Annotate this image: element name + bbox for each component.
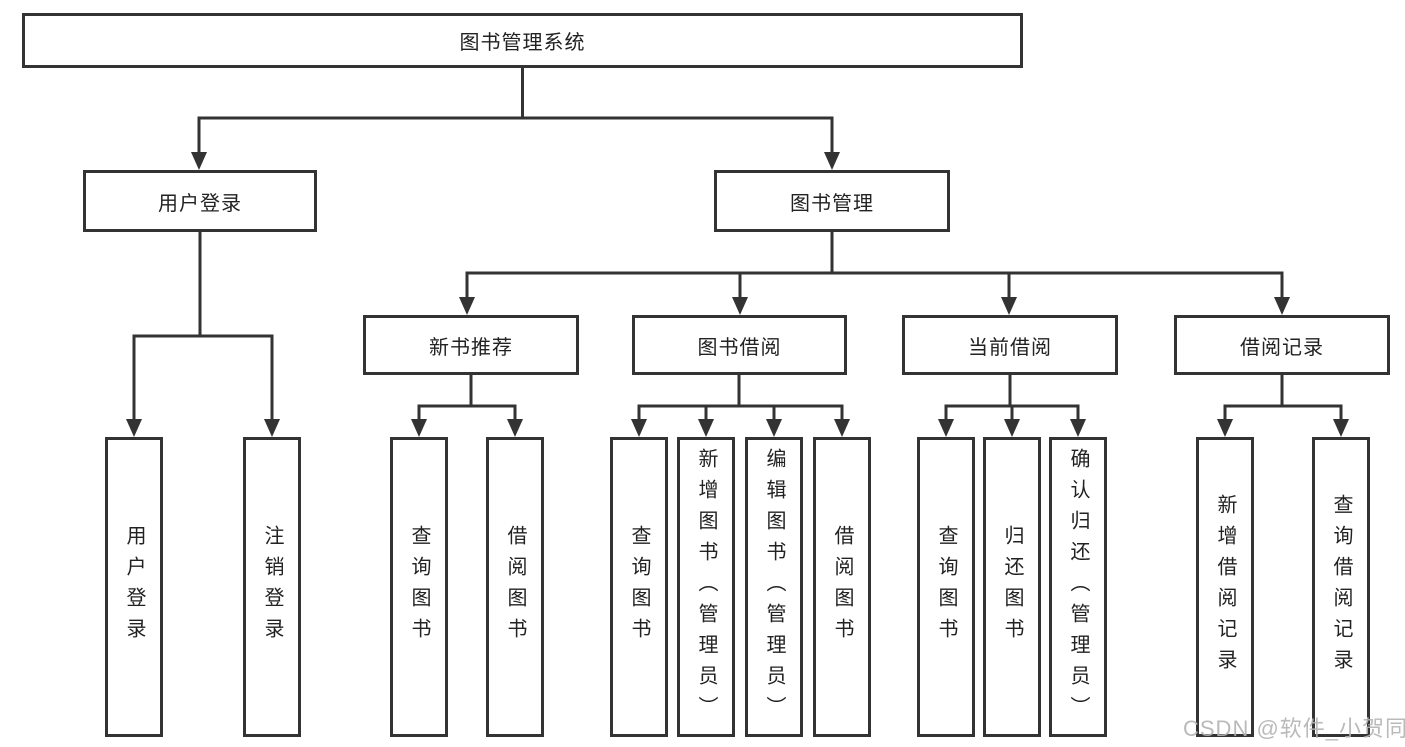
node-label: 归还图书 (1001, 525, 1023, 649)
node-library-management-system: 图书管理系统 (22, 13, 1023, 68)
node-label: 新增借阅记录 (1214, 494, 1236, 680)
leaf-add-borrow-record: 新增借阅记录 (1196, 437, 1254, 737)
node-label: 注销登录 (261, 525, 283, 649)
node-label: 借阅记录 (1240, 336, 1324, 359)
leaf-borrow-books-recommend: 借阅图书 (486, 437, 544, 737)
node-label: 借阅图书 (831, 525, 853, 649)
node-borrow-records: 借阅记录 (1174, 315, 1390, 375)
leaf-logout: 注销登录 (243, 437, 301, 737)
watermark: CSDN @软件_小贺同学 (1183, 716, 1405, 741)
node-label: 新书推荐 (429, 336, 513, 359)
node-label: 查询借阅记录 (1330, 494, 1352, 680)
leaf-return-book: 归还图书 (983, 437, 1041, 737)
node-label: 图书管理 (790, 192, 874, 215)
node-label: 确认归还（管理员） (1067, 447, 1089, 727)
leaf-query-books-current: 查询图书 (917, 437, 975, 737)
leaf-user-login: 用户登录 (105, 437, 163, 737)
node-label: 当前借阅 (968, 336, 1052, 359)
node-user-login: 用户登录 (83, 170, 317, 232)
node-current-borrowing: 当前借阅 (902, 315, 1118, 375)
leaf-query-borrow-record: 查询借阅记录 (1312, 437, 1370, 737)
node-new-book-recommend: 新书推荐 (363, 315, 579, 375)
node-label: 图书管理系统 (459, 32, 586, 54)
node-label: 借阅图书 (504, 525, 526, 649)
node-label: 查询图书 (935, 525, 957, 649)
leaf-borrow-books: 借阅图书 (813, 437, 871, 737)
node-label: 新增图书（管理员） (695, 447, 717, 727)
leaf-add-book-admin: 新增图书（管理员） (677, 437, 735, 737)
node-label: 图书借阅 (697, 336, 782, 359)
leaf-query-books-borrowing: 查询图书 (610, 437, 668, 737)
node-book-management: 图书管理 (714, 170, 950, 232)
node-label: 查询图书 (628, 525, 650, 649)
node-book-borrowing: 图书借阅 (632, 315, 847, 375)
leaf-edit-book-admin: 编辑图书（管理员） (745, 437, 803, 737)
leaf-query-books-recommend: 查询图书 (390, 437, 448, 737)
node-label: 用户登录 (158, 192, 242, 215)
node-label: 用户登录 (123, 525, 145, 649)
node-label: 查询图书 (408, 525, 430, 649)
leaf-confirm-return-admin: 确认归还（管理员） (1049, 437, 1107, 737)
node-label: 编辑图书（管理员） (763, 447, 785, 727)
